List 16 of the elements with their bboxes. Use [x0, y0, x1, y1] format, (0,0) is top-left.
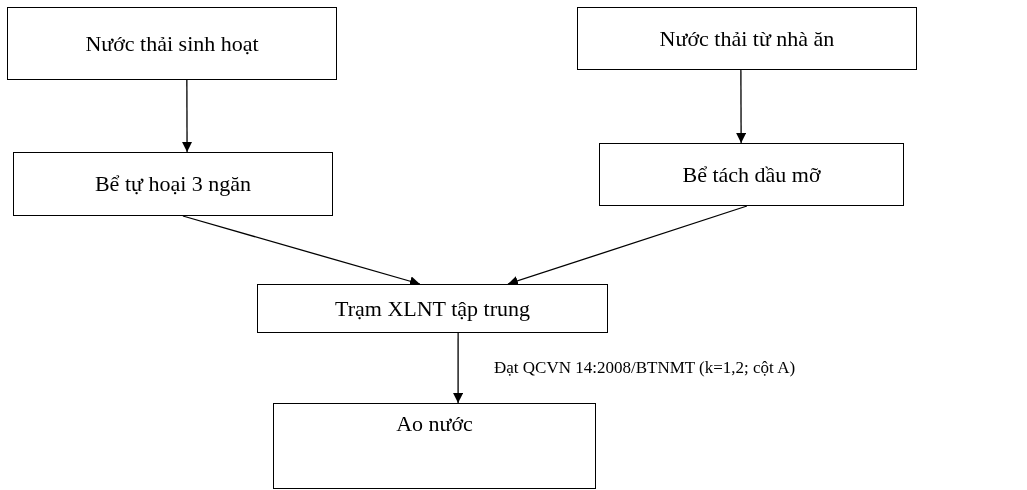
arrow	[182, 79, 193, 153]
arrow	[736, 69, 747, 144]
process-box	[257, 284, 608, 333]
box-label: Nước thải sinh hoạt	[85, 29, 259, 58]
arrow	[453, 332, 464, 404]
box-label: Bể tách dầu mỡ	[682, 160, 821, 189]
process-box	[577, 7, 917, 70]
process-box	[7, 7, 337, 80]
box-label: Nước thải từ nhà ăn	[659, 24, 835, 53]
box-label: Trạm XLNT tập trung	[335, 294, 530, 323]
process-box	[13, 152, 333, 216]
process-box	[273, 403, 596, 489]
box-label: Bể tự hoại 3 ngăn	[94, 170, 252, 198]
process-box	[599, 143, 904, 206]
box-label: Ao nước	[396, 410, 473, 438]
arrow	[507, 205, 748, 286]
